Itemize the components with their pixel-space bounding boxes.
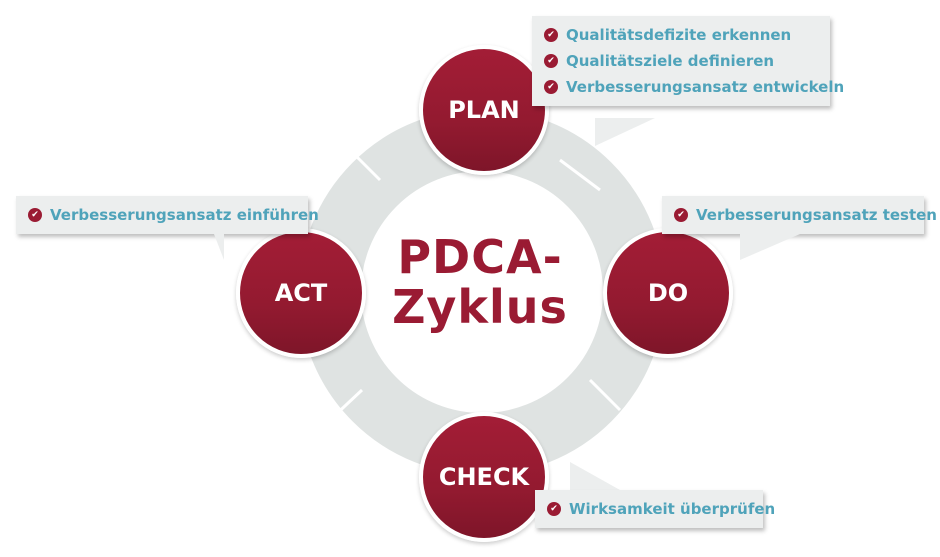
list-item: ✔ Verbesserungsansatz einführen (28, 202, 319, 228)
check-circle-icon: ✔ (544, 80, 558, 94)
phase-label: ACT (274, 279, 328, 307)
item-text: Verbesserungsansatz entwickeln (566, 78, 845, 96)
phase-act: ACT (236, 228, 366, 358)
title-line-2: Zyklus (392, 280, 568, 334)
item-text: Verbesserungsansatz einführen (50, 206, 319, 224)
list-item: ✔ Wirksamkeit überprüfen (547, 496, 775, 522)
check-circle-icon: ✔ (547, 502, 561, 516)
phase-label: DO (647, 279, 689, 307)
list-item: ✔ Qualitätsdefizite erkennen (544, 22, 818, 48)
check-circle-icon: ✔ (28, 208, 42, 222)
arrow-separators (328, 148, 622, 422)
center-circle (362, 172, 602, 412)
check-circle-icon: ✔ (544, 28, 558, 42)
check-callout: ✔ Wirksamkeit überprüfen (535, 490, 775, 528)
phase-do: DO (603, 228, 733, 358)
list-item: ✔ Verbesserungsansatz testen (674, 202, 937, 228)
phase-check: CHECK (419, 412, 549, 542)
center-title: PDCA- Zyklus (380, 232, 580, 332)
item-text: Verbesserungsansatz testen (696, 206, 937, 224)
plan-callout: ✔ Qualitätsdefizite erkennen ✔ Qualitätszi… (532, 16, 844, 106)
phase-label: PLAN (448, 96, 520, 124)
plan-callout-tail (595, 118, 655, 146)
item-text: Qualitätsdefizite erkennen (566, 26, 792, 44)
list-item: ✔ Qualitätsziele definieren (544, 48, 818, 74)
item-text: Wirksamkeit überprüfen (569, 500, 776, 518)
check-callout-tail (570, 462, 620, 490)
act-callout-tail (214, 234, 224, 260)
phase-plan: PLAN (419, 45, 549, 175)
check-circle-icon: ✔ (674, 208, 688, 222)
phase-label: CHECK (438, 463, 530, 491)
do-callout-tail (740, 234, 800, 260)
item-text: Qualitätsziele definieren (566, 52, 775, 70)
title-line-1: PDCA- (397, 230, 563, 284)
list-item: ✔ Verbesserungsansatz entwickeln (544, 74, 844, 100)
do-callout: ✔ Verbesserungsansatz testen (662, 196, 937, 234)
act-callout: ✔ Verbesserungsansatz einführen (16, 196, 319, 234)
check-circle-icon: ✔ (544, 54, 558, 68)
